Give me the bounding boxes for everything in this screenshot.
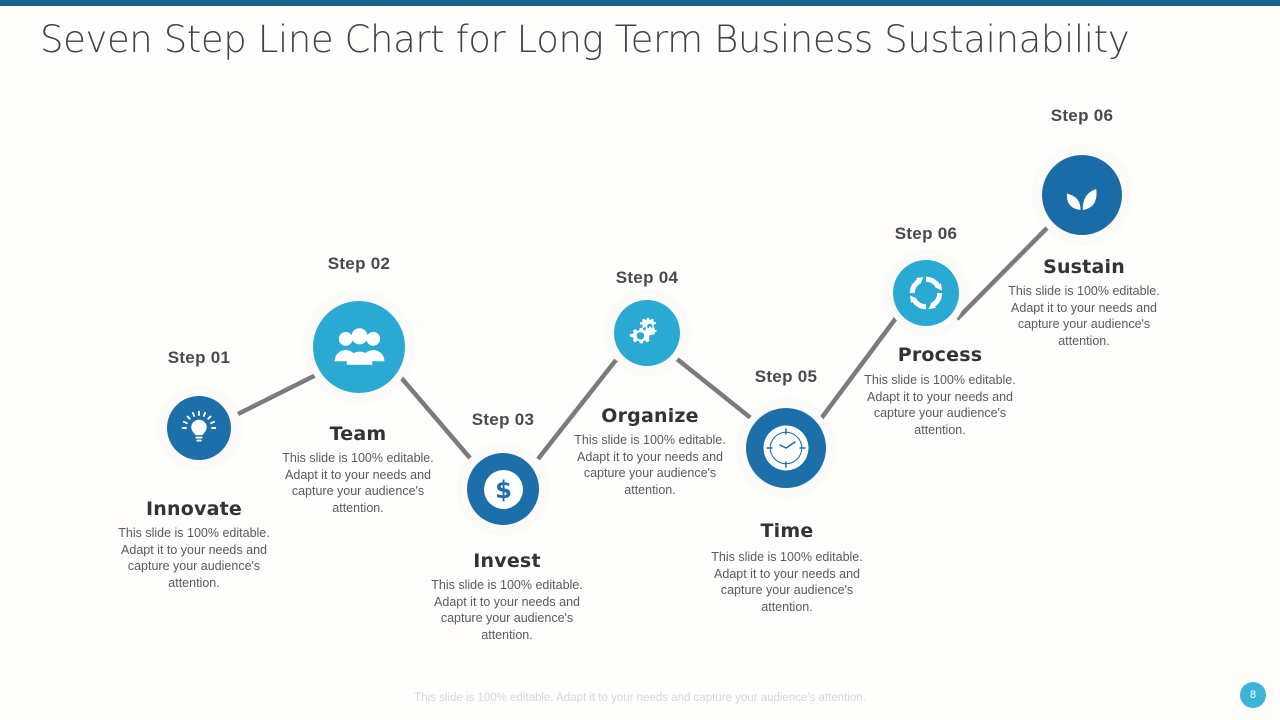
step-icon-circle-5[interactable] [746,408,826,488]
step-title-5: Time [760,520,814,542]
step-description-1: This slide is 100% editable. Adapt it to… [118,526,270,590]
dollar-coin-icon: $ [483,469,523,509]
step-title-7: Sustain [1043,256,1125,278]
svg-text:$: $ [495,476,512,504]
step-title-6: Process [897,344,983,366]
page-title: Seven Step Line Chart for Long Term Busi… [40,18,1130,61]
step-icon-circle-1[interactable] [167,396,231,460]
icon-disc-dollar-coin-icon: $ [467,453,539,525]
icon-disc-clock-icon [746,408,826,488]
step-description-5: This slide is 100% editable. Adapt it to… [711,550,863,614]
icon-disc-lightbulb-icon [167,396,231,460]
step-number-label-7: Step 06 [1050,106,1114,125]
icon-disc-process-cycle-icon [893,260,959,326]
step-number-label-5: Step 05 [754,367,818,386]
connector-line-2 [396,372,472,460]
step-title-1: Innovate [146,498,242,520]
step-icon-circle-3[interactable]: $ [467,453,539,525]
step-number-label-2: Step 02 [327,254,391,273]
people-icon [334,327,384,365]
icon-disc-gears-icon [614,300,680,366]
icon-disc-people-icon [313,301,405,393]
step-title-3: Invest [473,550,541,572]
connector-line-1 [236,370,322,417]
step-title-2: Team [329,423,387,445]
step-number-label-3: Step 03 [471,410,535,429]
top-accent-bar [0,0,1280,6]
page-number-badge: 8 [1240,682,1266,708]
step-description-7: This slide is 100% editable. Adapt it to… [1008,284,1160,348]
process-cycle-icon [909,276,943,310]
leaf-sprout-icon [1066,189,1097,210]
clock-icon [763,425,809,471]
step-number-label-4: Step 04 [615,268,679,287]
step-number-label-6: Step 06 [894,224,958,243]
step-icon-circle-2[interactable] [313,301,405,393]
step-description-2: This slide is 100% editable. Adapt it to… [282,451,434,515]
step-description-6: This slide is 100% editable. Adapt it to… [864,373,1016,437]
step-icon-circle-6[interactable] [893,260,959,326]
icon-disc-leaf-sprout-icon [1042,155,1122,235]
step-icon-circle-7[interactable] [1042,155,1122,235]
step-icon-circle-4[interactable] [614,300,680,366]
step-description-3: This slide is 100% editable. Adapt it to… [431,578,583,642]
footer-note: This slide is 100% editable. Adapt it to… [414,692,866,704]
step-title-4: Organize [601,405,699,427]
step-description-4: This slide is 100% editable. Adapt it to… [574,433,726,497]
lightbulb-icon [181,410,217,442]
step-number-label-1: Step 01 [167,348,231,367]
gears-icon [629,317,657,344]
